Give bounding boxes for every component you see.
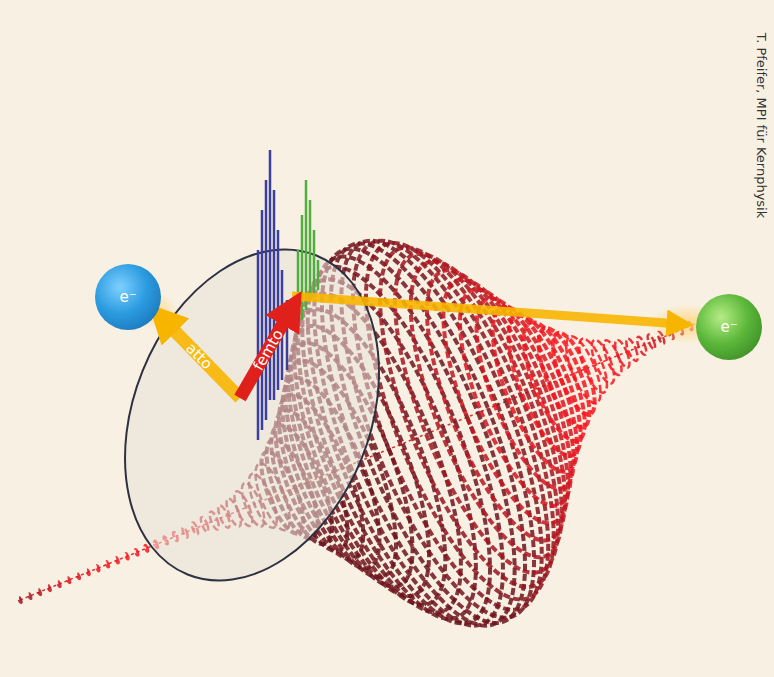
- pulse-ring: [144, 545, 149, 552]
- spectral-line: [277, 230, 280, 390]
- pulse-ring: [96, 565, 100, 571]
- pulse-ring: [76, 573, 80, 579]
- pulse-ring: [37, 589, 41, 595]
- glass-disc: [78, 211, 426, 618]
- pulse-ring: [86, 569, 90, 575]
- pulse-ring: [646, 334, 656, 350]
- pulse-ring: [67, 577, 71, 583]
- spectral-line: [261, 210, 264, 430]
- spectral-line: [305, 180, 308, 310]
- pulse-ring: [134, 549, 139, 556]
- pulse-ring: [115, 557, 119, 563]
- pulse-ring: [380, 244, 592, 575]
- pulse-ring: [28, 593, 32, 599]
- spectral-line: [297, 250, 300, 330]
- spectral-line: [313, 230, 316, 295]
- atto-arrow: [162, 318, 240, 398]
- pulse-ring: [635, 336, 648, 356]
- pulse-ring: [47, 585, 51, 591]
- spectral-line: [317, 260, 320, 290]
- electron-path-arrow: [292, 296, 680, 324]
- spectral-line: [273, 190, 276, 400]
- pulse-ring: [624, 337, 640, 362]
- spectral-line: [257, 250, 260, 440]
- femto-arrow: [240, 308, 292, 398]
- pulse-ring: [105, 561, 109, 567]
- pulse-ring: [125, 553, 129, 560]
- electron-circle: e⁻: [95, 264, 161, 330]
- pulse-ring: [57, 581, 61, 587]
- pulse-ring: [544, 328, 603, 420]
- spectral-line: [309, 200, 312, 300]
- spectral-line: [301, 215, 304, 320]
- credit-note: T. Pfeifer, MPI für Kernphysik: [754, 32, 769, 218]
- pulse-ring: [399, 254, 593, 557]
- pulse-ring: [18, 597, 22, 603]
- electron-label: e⁻: [720, 318, 737, 336]
- electron-label: e⁻: [119, 288, 136, 306]
- electron-circle: e⁻: [696, 294, 762, 360]
- spectral-line: [265, 180, 268, 420]
